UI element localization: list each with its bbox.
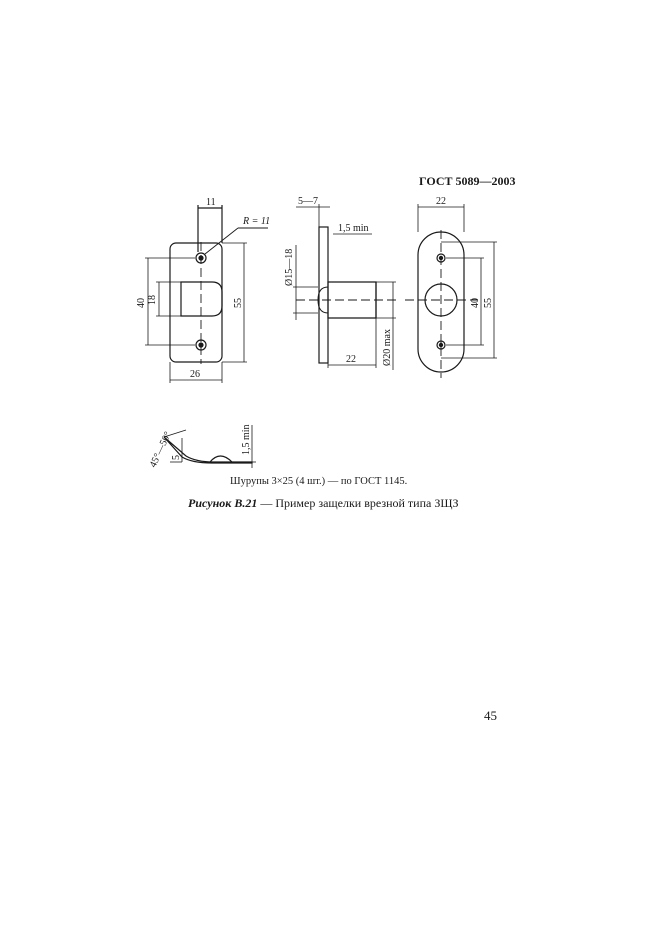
page-number: 45: [484, 708, 497, 723]
front-dim-inner-height: 18: [147, 295, 158, 305]
figure-label: Рисунок В.21: [188, 496, 258, 510]
latch-opening: [180, 281, 223, 317]
side-dim-bolt-diameter: Ø20 max: [382, 329, 393, 366]
figure-caption: Рисунок В.21 — Пример защелки врезной ти…: [188, 496, 458, 511]
right-dim-hole-spacing: 40: [470, 298, 481, 308]
side-plate: [318, 226, 329, 364]
front-dim-top: 11: [206, 197, 216, 208]
figure-caption-text: — Пример защелки врезной типа ЗЩЗ: [257, 496, 459, 510]
side-dim-gap: 1,5 min: [338, 223, 369, 234]
side-dim-diameter: Ø15—18: [284, 249, 295, 286]
front-dim-total-height: 55: [233, 298, 244, 308]
side-dim-plate: 5—7: [298, 196, 318, 207]
right-view: [405, 204, 497, 378]
detail-view: [163, 425, 256, 468]
front-radius-label: R = 11: [242, 216, 270, 227]
right-dim-width: 22: [436, 196, 446, 207]
screws-note: Шурупы 3×25 (4 шт.) — по ГОСТ 1145.: [230, 476, 408, 487]
detail-angle: 45°—50°: [148, 430, 174, 469]
front-view: [145, 205, 268, 383]
standard-header: ГОСТ 5089—2003: [419, 174, 516, 188]
side-view: [293, 204, 400, 370]
side-dim-length: 22: [346, 354, 356, 365]
front-dim-width: 26: [190, 369, 200, 380]
detail-dim-depth: 5: [171, 455, 182, 460]
right-dim-height: 55: [483, 298, 494, 308]
front-dim-outer-height: 40: [136, 298, 147, 308]
detail-dim-gap: 1,5 min: [241, 424, 252, 455]
